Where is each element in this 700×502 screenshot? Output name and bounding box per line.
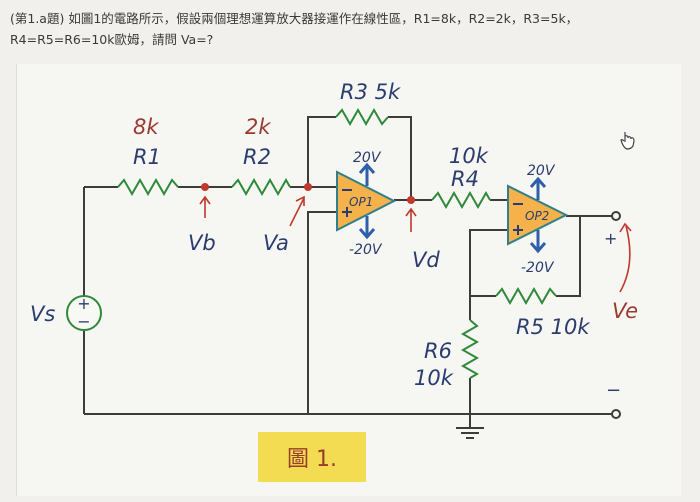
pointer-arrows (199, 195, 632, 293)
voltage-source-vs: + − (66, 294, 102, 331)
hand-cursor-icon (620, 132, 635, 150)
vb-label: Vb (188, 231, 216, 255)
op2-label: OP2 (525, 209, 549, 223)
vs-plus-sign: + (77, 294, 90, 313)
question-text: (第1.a題) 如圖1的電路所示，假設兩個理想運算放大器接運作在線性區，R1=8… (10, 8, 670, 50)
wire-va-r3 (307, 116, 336, 187)
r1-value-label: 8k (133, 115, 159, 139)
r2-name-label: R2 (243, 145, 271, 169)
op2-vpos-label: 20V (527, 163, 556, 179)
vb-pointer-arrow (199, 195, 211, 218)
va-pointer-arrow (289, 195, 305, 227)
opamp-op1: OP1 (336, 170, 397, 232)
r6-name-label: R6 (424, 339, 452, 363)
op2-vpos-arrow (529, 176, 547, 200)
resistor-r6 (460, 319, 480, 379)
op1-vneg-arrow (358, 216, 376, 240)
node-vb-dot (201, 183, 209, 191)
resistor-r5 (495, 286, 557, 306)
resistor-r4 (431, 190, 491, 210)
wire-r5-right (556, 216, 581, 297)
question-line-1: (第1.a題) 如圖1的電路所示，假設兩個理想運算放大器接運作在線性區，R1=8… (10, 11, 579, 26)
question-line-2: R4=R5=R6=10k歐姆，請問 Va=? (10, 32, 214, 47)
node-va-dot (304, 183, 312, 191)
output-terminal-bottom (611, 409, 621, 419)
op1-vpos-label: 20V (353, 150, 382, 166)
resistor-r2 (231, 177, 291, 197)
wire-r3-vd (388, 116, 412, 200)
wire-op1-plus (307, 211, 337, 414)
vd-label: Vd (412, 248, 440, 272)
vs-label: Vs (30, 302, 55, 326)
vd-pointer-arrow (405, 207, 417, 232)
supply-arrows (358, 162, 547, 254)
ve-plus-label: + (604, 229, 617, 248)
op1-vneg-label: -20V (349, 242, 383, 258)
r6-value-label: 10k (414, 366, 454, 390)
figure-caption: 圖 1. (287, 447, 337, 472)
figure-caption-box: 圖 1. (258, 432, 366, 482)
r3-label: R3 5k (340, 80, 401, 104)
ve-pointer-arrow (619, 222, 632, 293)
r1-name-label: R1 (133, 145, 161, 169)
ground-symbol (456, 427, 484, 439)
figure-card (16, 64, 681, 496)
resistor-r1 (117, 177, 179, 197)
wire-op2-plus (469, 229, 508, 296)
r2-value-label: 2k (245, 115, 271, 139)
ve-minus-label: − (606, 380, 621, 401)
op2-vneg-label: -20V (521, 260, 555, 276)
op1-label: OP1 (349, 195, 373, 209)
op1-vpos-arrow (358, 162, 376, 186)
va-label: Va (263, 231, 289, 255)
opamp-op2: OP2 (507, 184, 569, 246)
r4-value-label: 10k (449, 144, 489, 168)
op2-vneg-arrow (529, 230, 547, 254)
node-vd-dot (407, 196, 415, 204)
r4-name-label: R4 (451, 167, 479, 191)
r5-label: R5 10k (516, 315, 590, 339)
vs-minus-sign: − (77, 312, 90, 331)
resistor-r3 (335, 107, 389, 127)
output-terminal-top (611, 211, 621, 221)
ve-label: Ve (612, 299, 638, 323)
